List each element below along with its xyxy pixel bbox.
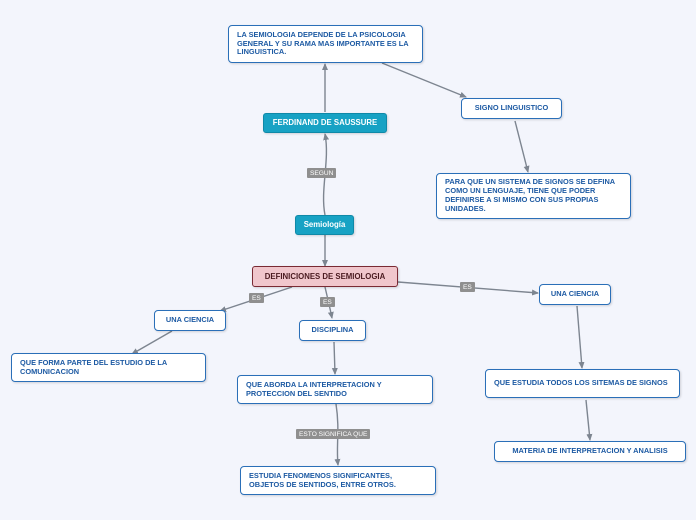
node-sistema-de-signos-lenguaje[interactable]: PARA QUE UN SISTEMA DE SIGNOS SE DEFINA … bbox=[436, 173, 631, 219]
edge-signo-sistema bbox=[514, 120, 530, 173]
edge-ciencia-right-sistemas bbox=[576, 305, 585, 369]
node-ferdinand-de-saussure[interactable]: FERDINAND DE SAUSSURE bbox=[263, 113, 387, 133]
node-signo-linguistico[interactable]: SIGNO LINGUISTICO bbox=[461, 98, 562, 119]
node-disciplina[interactable]: DISCIPLINA bbox=[299, 320, 366, 341]
edge-label-es-right: ES bbox=[460, 282, 475, 293]
node-estudio-comunicacion[interactable]: QUE FORMA PARTE DEL ESTUDIO DE LA COMUNI… bbox=[11, 353, 206, 382]
edge-label-segun: SEGUN bbox=[307, 168, 337, 179]
node-estudia-sistemas-de-signos[interactable]: QUE ESTUDIA TODOS LOS SITEMAS DE SIGNOS bbox=[485, 369, 680, 398]
edge-sistemas-materia bbox=[585, 399, 593, 441]
edge-disciplina-interpretacion bbox=[331, 341, 338, 375]
node-una-ciencia-left[interactable]: UNA CIENCIA bbox=[154, 310, 226, 331]
node-semiologia[interactable]: Semiología bbox=[295, 215, 354, 235]
node-definiciones-de-semiologia[interactable]: DEFINICIONES DE SEMIOLOGIA bbox=[252, 266, 398, 287]
edge-label-esto-significa-que: ESTO SIGNIFICA QUE bbox=[296, 429, 371, 440]
edge-top-signo bbox=[381, 62, 467, 98]
edge-label-es-left: ES bbox=[249, 293, 264, 304]
node-semiologia-depende[interactable]: LA SEMIOLOGIA DEPENDE DE LA PSICOLOGIA G… bbox=[228, 25, 423, 63]
node-una-ciencia-right[interactable]: UNA CIENCIA bbox=[539, 284, 611, 305]
node-fenomenos-significantes[interactable]: ESTUDIA FENOMENOS SIGNIFICANTES, OBJETOS… bbox=[240, 466, 436, 495]
edge-ciencia-left-comunicacion bbox=[131, 330, 173, 355]
edge-label-es-middle: ES bbox=[320, 297, 335, 308]
node-materia-interpretacion[interactable]: MATERIA DE INTERPRETACION Y ANALISIS bbox=[494, 441, 686, 462]
node-interpretacion-sentido[interactable]: QUE ABORDA LA INTERPRETACION Y PROTECCIO… bbox=[237, 375, 433, 404]
